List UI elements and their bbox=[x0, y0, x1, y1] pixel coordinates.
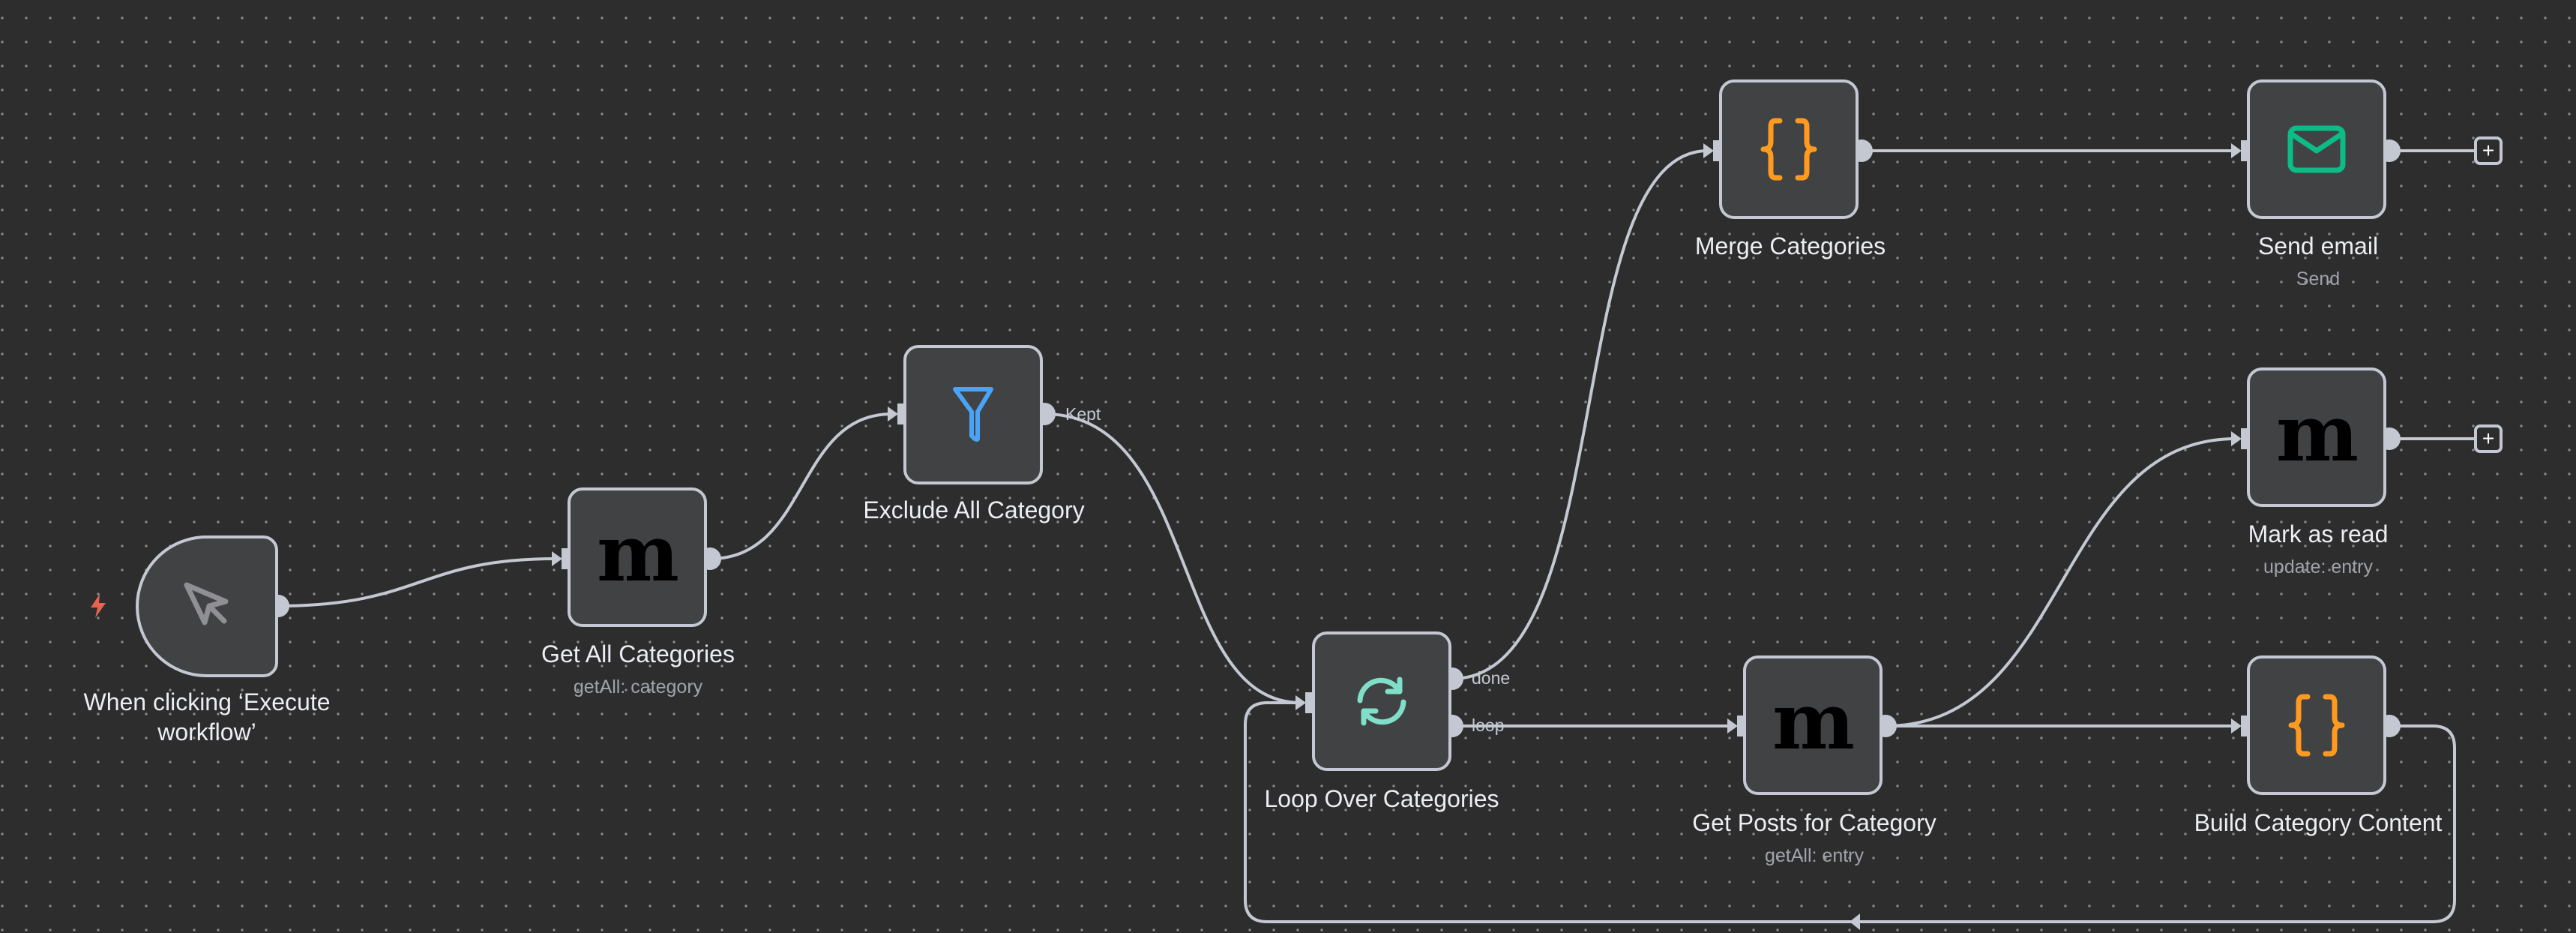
output-label-kept: Kept bbox=[1065, 404, 1101, 424]
node-label-get-all-categories: Get All Categories bbox=[541, 640, 735, 668]
input-port-get-posts[interactable] bbox=[1727, 716, 1745, 736]
input-port-mark-as-read[interactable] bbox=[2231, 428, 2248, 449]
input-port-merge[interactable] bbox=[1703, 140, 1721, 161]
connection-get-all-categories-to-exclude[interactable] bbox=[708, 412, 894, 560]
filter-icon bbox=[952, 386, 994, 443]
mail-icon bbox=[2287, 125, 2346, 173]
cursor-icon bbox=[181, 580, 233, 633]
node-label-merge-categories: Merge Categories bbox=[1694, 232, 1886, 260]
node-label-get-posts-for-category: Get Posts for Category bbox=[1692, 809, 1936, 836]
node-trigger[interactable] bbox=[136, 536, 278, 677]
node-label-trigger: When clicking ‘Execute workflow’ bbox=[83, 688, 331, 746]
input-port-exclude[interactable] bbox=[888, 404, 905, 424]
connection-get-posts-to-mark-as-read[interactable] bbox=[1884, 437, 2237, 728]
connection-exclude-kept-to-loop[interactable] bbox=[1043, 412, 1302, 704]
node-get-posts-for-category[interactable]: m bbox=[1743, 656, 1883, 795]
m-logo-icon: m bbox=[1772, 675, 1855, 767]
node-subtitle-mark-as-read: update: entry bbox=[2263, 556, 2373, 578]
output-label-done: done bbox=[1472, 668, 1511, 688]
add-node-after-mark-as-read-button[interactable]: + bbox=[2474, 424, 2503, 453]
node-label-mark-as-read: Mark as read bbox=[2248, 520, 2389, 548]
node-label-exclude-all-category: Exclude All Category bbox=[863, 496, 1085, 524]
lightning-bolt-icon bbox=[91, 594, 106, 618]
code-braces-icon bbox=[2287, 694, 2347, 757]
node-exclude-all-category[interactable] bbox=[903, 345, 1043, 484]
return-path-arrow-icon bbox=[1850, 914, 1860, 930]
plus-icon: + bbox=[2482, 427, 2495, 450]
input-port-build-content[interactable] bbox=[2231, 716, 2248, 736]
node-subtitle-send-email: Send bbox=[2296, 268, 2341, 290]
node-label-build-category-content: Build Category Content bbox=[2194, 809, 2443, 836]
input-port-send-email[interactable] bbox=[2231, 140, 2248, 161]
node-label-loop-over-categories: Loop Over Categories bbox=[1264, 785, 1499, 812]
code-braces-icon bbox=[1759, 118, 1819, 181]
node-get-all-categories[interactable]: m bbox=[568, 488, 707, 627]
add-node-after-send-email-button[interactable]: + bbox=[2474, 136, 2503, 165]
loop-icon bbox=[1354, 675, 1409, 728]
node-loop-over-categories[interactable] bbox=[1312, 632, 1451, 771]
input-port-loop[interactable] bbox=[1295, 692, 1313, 713]
output-label-loop: loop bbox=[1472, 716, 1505, 735]
node-label-send-email: Send email bbox=[2257, 232, 2379, 260]
node-build-category-content[interactable] bbox=[2247, 656, 2386, 795]
connection-loop-done-to-merge[interactable] bbox=[1451, 149, 1709, 680]
node-send-email[interactable] bbox=[2247, 80, 2386, 219]
node-subtitle-get-all-categories: getAll: category bbox=[573, 676, 703, 698]
m-logo-icon: m bbox=[596, 507, 679, 599]
node-merge-categories[interactable] bbox=[1719, 80, 1859, 219]
node-mark-as-read[interactable]: m bbox=[2247, 368, 2386, 507]
node-subtitle-get-posts-for-category: getAll: entry bbox=[1764, 845, 1864, 866]
plus-icon: + bbox=[2482, 139, 2495, 162]
m-logo-icon: m bbox=[2275, 387, 2359, 479]
connection-trigger-to-get-all-categories[interactable] bbox=[277, 557, 556, 608]
input-port-get-all-categories[interactable] bbox=[552, 548, 569, 569]
